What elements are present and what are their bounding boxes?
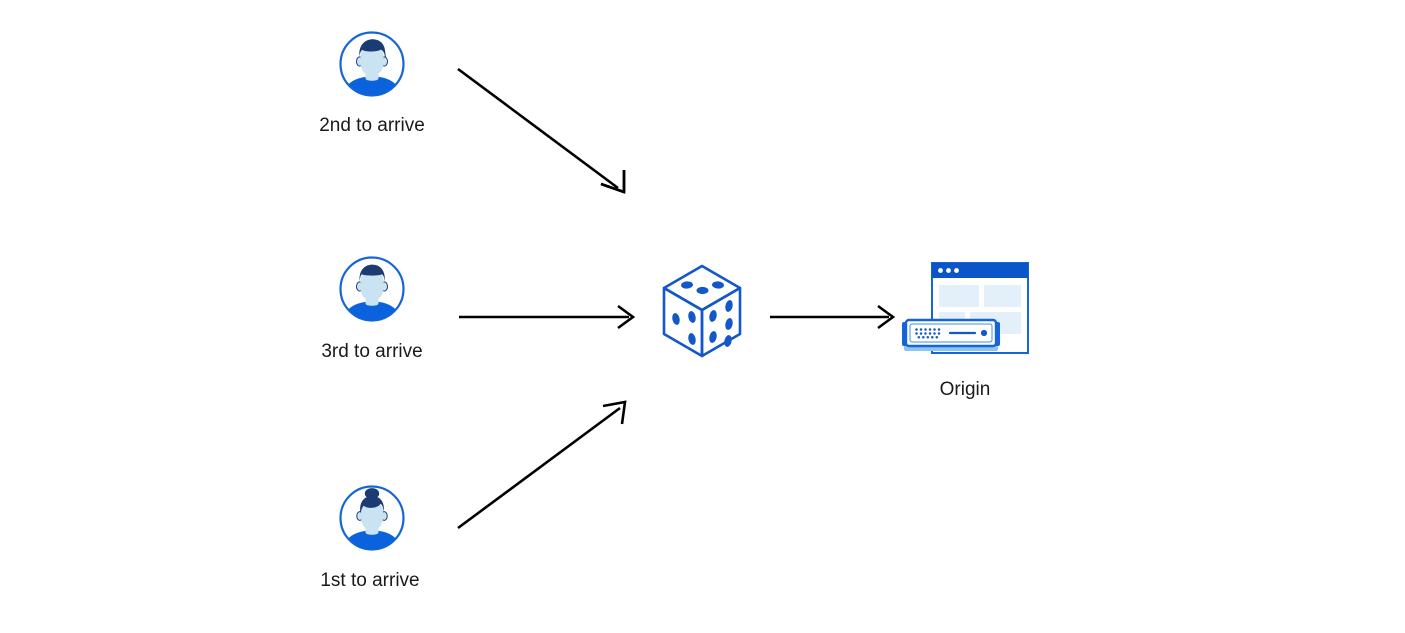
client-node-first[interactable] <box>338 484 406 552</box>
client-node-second[interactable] <box>338 30 406 98</box>
dice-icon <box>662 264 742 358</box>
client-node-third[interactable] <box>338 255 406 323</box>
client-label-second: 2nd to arrive <box>319 115 425 136</box>
arrow-second-to-balancer <box>457 67 626 194</box>
browser-window-with-server-icon <box>902 262 1029 354</box>
arrow-first-to-balancer <box>457 400 627 530</box>
avatar-male-short-hair-icon <box>339 256 405 322</box>
arrow-third-to-balancer <box>459 304 636 330</box>
client-label-first: 1st to arrive <box>320 570 420 591</box>
origin-label: Origin <box>939 379 991 400</box>
server-device <box>902 318 1000 351</box>
avatar-male-short-hair-icon <box>339 31 405 97</box>
origin-node[interactable] <box>895 258 1035 368</box>
client-label-third: 3rd to arrive <box>321 341 423 362</box>
avatar-female-bun-icon <box>339 485 405 551</box>
random-balancer-node[interactable] <box>658 262 746 360</box>
arrow-balancer-to-origin <box>770 304 896 330</box>
